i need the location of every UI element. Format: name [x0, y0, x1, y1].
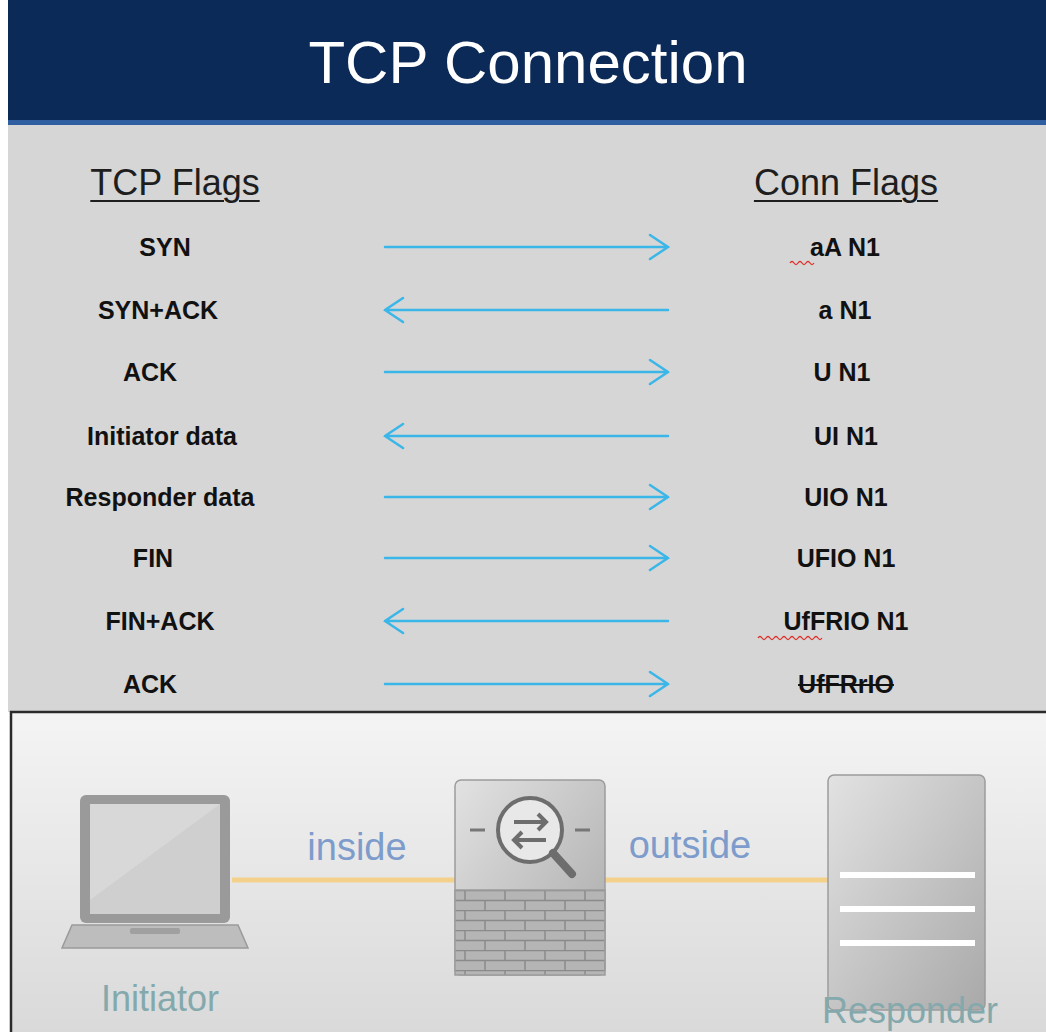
tcp-flag: Initiator data — [87, 422, 237, 451]
title-rule — [8, 120, 1046, 125]
spellcheck-squiggle — [758, 262, 822, 640]
conn-flag: UI N1 — [814, 422, 878, 451]
topology-panel — [11, 712, 1046, 1032]
host-name: Responder — [822, 990, 998, 1031]
tcp-flag: FIN+ACK — [105, 607, 214, 636]
tcp-flag: FIN — [133, 544, 173, 573]
tcp-flag: SYN+ACK — [98, 296, 218, 325]
laptop-icon — [62, 795, 248, 948]
tcp-flag: ACK — [123, 670, 177, 699]
conn-flag: UfFRIO N1 — [784, 607, 909, 636]
column-header: Conn Flags — [754, 162, 938, 203]
interface-name: inside — [307, 826, 406, 870]
title-bar — [8, 0, 1046, 126]
tcp-flag: Responder data — [66, 483, 255, 512]
host-name: Initiator — [101, 978, 219, 1019]
conn-flag: a N1 — [819, 296, 872, 325]
server-icon — [828, 775, 985, 1010]
conn-flag: aA N1 — [810, 233, 880, 262]
firewall-icon — [455, 780, 605, 975]
conn-flag: UfFRrIO — [798, 670, 894, 699]
grey-panel — [8, 125, 1046, 712]
column-header: TCP Flags — [90, 162, 259, 203]
interface-name: outside — [629, 824, 752, 868]
tcp-flag: SYN — [139, 233, 190, 262]
conn-flag: UFIO N1 — [797, 544, 896, 573]
flow-arrows — [385, 235, 668, 696]
tcp-flag: ACK — [123, 358, 177, 387]
title-text: TCP Connection — [308, 28, 747, 97]
conn-flag: UIO N1 — [804, 483, 887, 512]
conn-flag: U N1 — [814, 358, 871, 387]
